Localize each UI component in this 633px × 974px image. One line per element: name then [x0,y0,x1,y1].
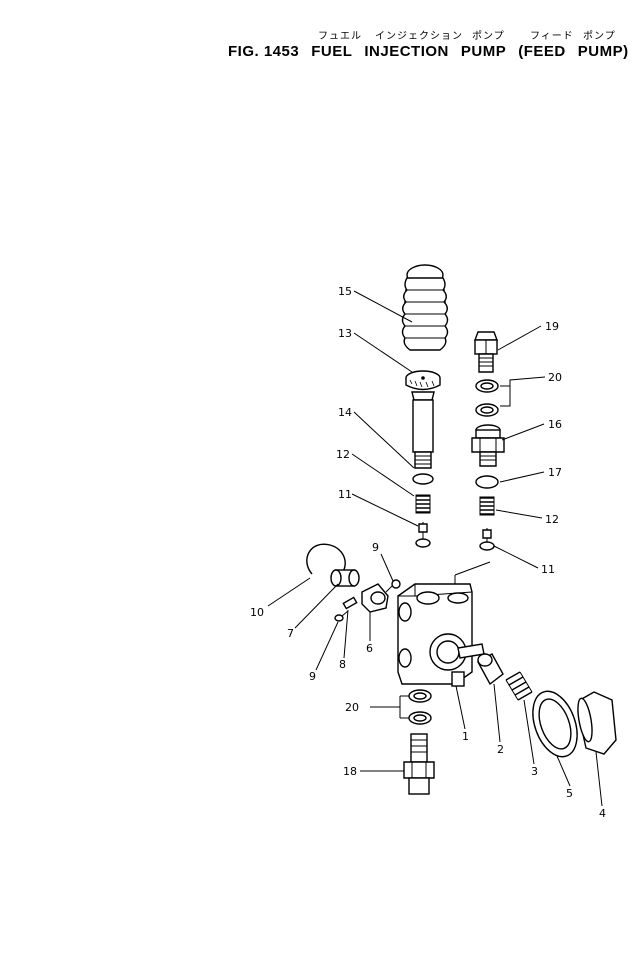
label-17: 17 [548,466,562,479]
label-6: 6 [366,642,373,655]
label-14: 14 [338,406,352,419]
pump-body [397,561,491,687]
title-word-pump-close: PUMP) [577,43,629,60]
part-12-spring-right [479,496,495,516]
label-11-right: 11 [541,563,555,576]
label-8: 8 [339,658,346,671]
jp-subtitle-1: フュエル [318,31,362,42]
part-12-spring-left [415,494,431,514]
part-14-o-ring [412,473,434,485]
title-word-injection: INJECTION [364,43,449,60]
label-20-lower: 20 [345,701,359,714]
part-6-tappet [361,583,389,613]
jp-subtitle-4: フィード [530,31,574,42]
part-9-screw-lower [334,610,349,622]
jp-subtitle-3: ポンプ [472,31,505,42]
label-2: 2 [497,743,504,756]
part-3-spring [505,671,533,701]
leader-lines [267,290,603,807]
label-18: 18 [343,765,357,778]
title-word-pump: PUMP [460,43,507,60]
part-16-connector [471,424,505,467]
part-4-plug [577,691,617,755]
label-19: 19 [545,320,559,333]
part-7-roller [330,569,360,587]
label-11-left: 11 [338,488,352,501]
label-16: 16 [548,418,562,431]
figure-title: FIG. 1453 FUEL INJECTION PUMP (FEED PUMP) [228,43,629,60]
label-1: 1 [462,730,469,743]
part-18-inlet-connector [403,733,435,795]
label-20-right: 20 [548,371,562,384]
part-13-plunger [405,370,441,469]
title-word-fuel: FUEL [311,43,353,60]
part-15-boot [401,264,449,351]
part-17-o-ring [475,475,499,489]
figure-number: FIG. 1453 [228,43,300,60]
part-10-snap-ring [306,543,346,577]
label-12-left: 12 [336,448,350,461]
jp-subtitle-5: ポンプ [583,31,616,42]
part-11-valve-left [415,522,431,548]
part-20-washers-lower [408,689,432,725]
part-9-screw-upper [385,579,401,593]
label-10: 10 [250,606,264,619]
label-3: 3 [531,765,538,778]
part-5-gasket [532,690,578,758]
label-12-right: 12 [545,513,559,526]
label-15: 15 [338,285,352,298]
part-2-piston [477,653,504,686]
label-9-lower: 9 [309,670,316,683]
label-9-upper: 9 [372,541,379,554]
label-4: 4 [599,807,606,820]
jp-subtitle-2: インジェクション [375,31,463,42]
title-word-feed: (FEED [518,43,566,60]
label-7: 7 [287,627,294,640]
part-19-banjo-bolt [473,331,499,373]
part-11-valve-right [479,528,495,551]
part-8-pin [342,596,358,610]
part-20-washers-right [475,379,499,417]
label-13: 13 [338,327,352,340]
label-5: 5 [566,787,573,800]
